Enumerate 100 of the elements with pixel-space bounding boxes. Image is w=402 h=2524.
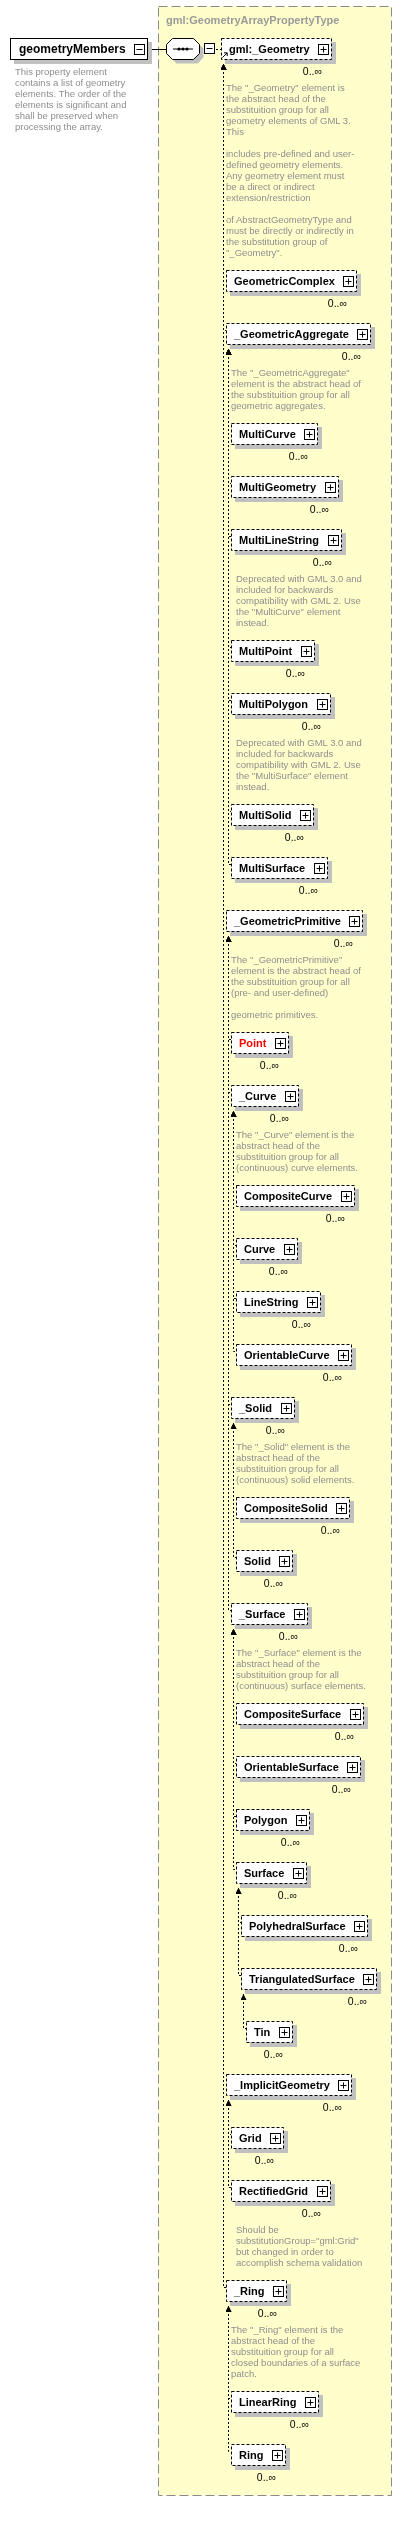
element-box: [231, 1603, 312, 1629]
element-name: MultiPolygon: [239, 697, 309, 711]
element-name: CompositeSolid: [244, 1501, 328, 1515]
description-text: The "_Curve" element is the abstract head of the substituition group for all (continuous) curve elements.: [236, 1129, 359, 1173]
multiplicity-label: 0..∞: [338, 1942, 358, 1954]
element-box: [236, 1291, 325, 1317]
description-text: The "_Ring" element is the abstract head of the substituition group for all closed boundaries of a surface patch.: [231, 2324, 362, 2379]
multiplicity-label: 0..∞: [302, 65, 322, 77]
element-box: [236, 1756, 365, 1782]
connector-arrow: [235, 1887, 242, 1976]
multiplicity-label: 0..∞: [263, 1577, 283, 1589]
multiplicity-label: 0..∞: [322, 2101, 342, 2113]
element-name: OrientableSurface: [244, 1760, 339, 1774]
element-name: CompositeSurface: [244, 1707, 342, 1721]
element-name: Curve: [244, 1242, 276, 1256]
element-box: [236, 1703, 368, 1729]
element-box: [231, 1032, 293, 1058]
connector-arrow: [225, 2305, 232, 2452]
description-text: Should be substitutionGroup="gml:Grid" but changed in order to accomplish schema validation: [236, 2224, 364, 2268]
multiplicity-label: 0..∞: [278, 1630, 298, 1642]
element-box: [231, 1397, 299, 1423]
connector-arrow: [230, 1110, 237, 1352]
element-name: _ImplicitGeometry: [234, 2078, 330, 2092]
element-box: [226, 2280, 291, 2306]
connector-line: [215, 49, 222, 50]
connector-arrow: [225, 2099, 232, 2188]
element-name: MultiCurve: [239, 427, 296, 441]
element-box: [226, 323, 375, 349]
description-text: Deprecated with GML 3.0 and included for backwards compatibility with GML 2. Use the "MultiCurve" element instead.: [236, 573, 363, 628]
element-box: [231, 804, 318, 830]
element-name: LineString: [244, 1295, 299, 1309]
element-name: Point: [239, 1036, 267, 1050]
multiplicity-label: 0..∞: [301, 2207, 321, 2219]
element-box: [231, 2391, 323, 2417]
element-name: _Ring: [234, 2284, 265, 2298]
multiplicity-label: 0..∞: [288, 450, 308, 462]
connector-line: [151, 49, 167, 50]
multiplicity-label: 0..∞: [301, 720, 321, 732]
multiplicity-label: 0..∞: [280, 1836, 300, 1848]
element-box: [236, 1862, 311, 1888]
description-text: This property element contains a list of geometry elements. The order of the elements is significant and shall be preserved when processing the array.: [15, 66, 128, 132]
description-text: The "_GeometricPrimitive" element is the abstract head of the substituition group for all (pre- and user-defined): [231, 954, 362, 998]
multiplicity-label: 0..∞: [263, 2048, 283, 2060]
multiplicity-label: 0..∞: [284, 831, 304, 843]
multiplicity-label: 0..∞: [331, 1783, 351, 1795]
element-box: [236, 1238, 302, 1264]
element-box: [226, 910, 367, 936]
element-box: [246, 2021, 297, 2047]
element-name: Solid: [244, 1554, 271, 1568]
multiplicity-label: 0..∞: [257, 2307, 277, 2319]
multiplicity-label: 0..∞: [347, 1995, 367, 2007]
multiplicity-label: 0..∞: [268, 1265, 288, 1277]
element-name: geometryMembers: [19, 42, 126, 56]
multiplicity-label: 0..∞: [333, 937, 353, 949]
multiplicity-label: 0..∞: [312, 556, 332, 568]
description-text: Deprecated with GML 3.0 and included for backwards compatibility with GML 2. Use the "MultiSurface" element instead.: [236, 737, 363, 792]
element-name: PolyhedralSurface: [249, 1919, 346, 1933]
element-name: _Surface: [239, 1607, 286, 1621]
connector-arrow: [230, 1422, 237, 1558]
description-text: includes pre-defined and user-defined geometry elements. Any geometry element must be a direct or indirect extension/restriction: [226, 148, 356, 203]
element-name: LinearRing: [239, 2395, 297, 2409]
element-name: GeometricComplex: [234, 274, 335, 288]
element-box: [231, 476, 343, 502]
element-box: [231, 529, 346, 555]
multiplicity-label: 0..∞: [291, 1318, 311, 1330]
multiplicity-label: 0..∞: [269, 1112, 289, 1124]
element-name: Surface: [244, 1866, 285, 1880]
element-name: Ring: [239, 2448, 264, 2462]
multiplicity-label: 0..∞: [309, 503, 329, 515]
element-box: [10, 38, 152, 64]
element-name: TriangulatedSurface: [249, 1972, 355, 1986]
multiplicity-label: 0..∞: [327, 297, 347, 309]
element-box: [221, 38, 336, 64]
element-name: Grid: [239, 2131, 262, 2145]
element-box: [231, 1085, 303, 1111]
element-name: CompositeCurve: [244, 1189, 333, 1203]
element-box: [231, 2444, 290, 2470]
element-box: [236, 1185, 359, 1211]
multiplicity-label: 0..∞: [325, 1212, 345, 1224]
element-name: MultiLineString: [239, 533, 320, 547]
element-name: MultiSurface: [239, 861, 305, 875]
element-box: [236, 1344, 356, 1370]
element-name: OrientableCurve: [244, 1348, 330, 1362]
multiplicity-label: 0..∞: [298, 884, 318, 896]
multiplicity-label: 0..∞: [285, 667, 305, 679]
description-text: The "_Solid" element is the abstract head of the substituition group for all (continuous) solid elements.: [236, 1441, 356, 1485]
connector-arrow: [240, 1993, 247, 2029]
multiplicity-label: 0..∞: [265, 1424, 285, 1436]
multiplicity-label: 0..∞: [289, 2418, 309, 2430]
description-text: The "_GeometricAggregate" element is the abstract head of the substituition group for all geometric aggregates.: [231, 367, 362, 411]
element-box: [236, 1497, 354, 1523]
element-box: [231, 857, 332, 883]
element-box: [236, 1809, 314, 1835]
element-name: Tin: [254, 2025, 271, 2039]
connector-arrow: [230, 1628, 237, 1870]
element-name: gml:_Geometry: [229, 42, 310, 56]
element-name: Polygon: [244, 1813, 288, 1827]
connector-arrow: [225, 935, 232, 1611]
element-box: [226, 270, 361, 296]
element-name: _GeometricPrimitive: [234, 914, 341, 928]
